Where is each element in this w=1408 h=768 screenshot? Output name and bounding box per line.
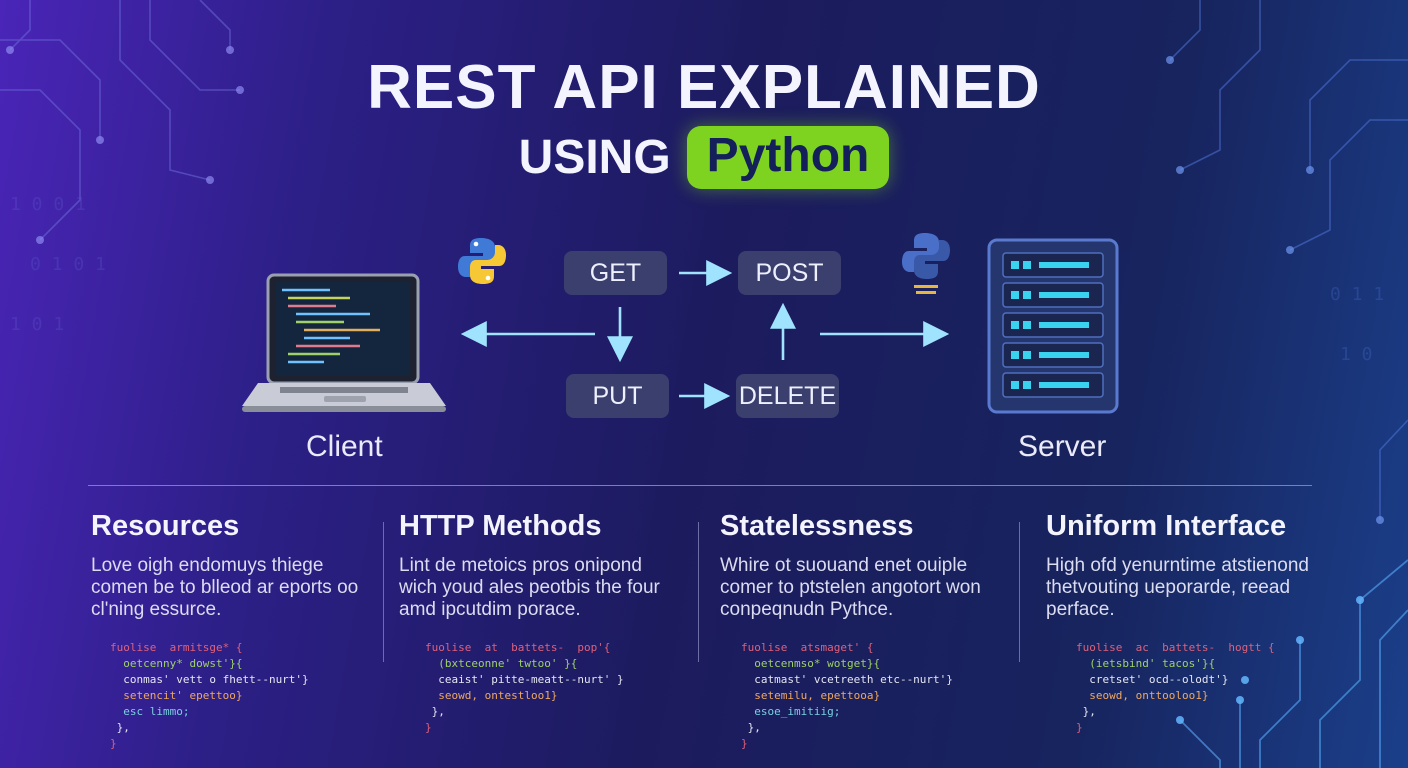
code-line: } [110, 737, 117, 750]
svg-text:1 0 1: 1 0 1 [10, 314, 64, 335]
description-line: thetvouting ueporarde, reead [1046, 577, 1291, 598]
code-line: } [425, 721, 432, 734]
description-line: High ofd yenurntime atstienond [1046, 555, 1309, 576]
column-divider [1019, 522, 1020, 662]
server-rack-icon [987, 238, 1119, 414]
svg-text:1 0 0 1: 1 0 0 1 [10, 194, 86, 215]
column-description: Love oigh endomuys thiege comen be to bl… [91, 555, 361, 621]
code-line: cretset' ocd--olodt'} [1076, 673, 1229, 686]
description-line: Lint de metoics pros onipond [399, 555, 642, 576]
code-line: oetcenmso* wotget}{ [741, 657, 881, 670]
column-title-http-methods: HTTP Methods [399, 510, 602, 542]
code-line: esc limmo; [110, 705, 190, 718]
column-title-uniform-interface: Uniform Interface [1046, 510, 1287, 542]
column-title-statelessness: Statelessness [720, 510, 914, 542]
column-divider [383, 522, 384, 662]
code-line: (ietsbind' tacos'}{ [1076, 657, 1216, 670]
python-logo-icon [902, 233, 950, 294]
code-line: } [1076, 721, 1083, 734]
column-description: High ofd yenurntime atstienond thetvouti… [1046, 555, 1316, 621]
code-line: conmas' vett o fhett--nurt'} [110, 673, 309, 686]
code-line: }, [425, 705, 445, 718]
svg-text:0 1 1: 0 1 1 [1330, 284, 1384, 305]
subtitle-prefix: USING [518, 131, 671, 184]
code-snippet: fuolise armitsge* { oetcenny* dowst'}{ c… [110, 640, 309, 752]
code-snippet: fuolise ac battets- hogtt { (ietsbind' t… [1076, 640, 1275, 736]
column-divider [698, 522, 699, 662]
subtitle: USING Python [0, 126, 1408, 189]
code-line: fuolise atsmaget' { [741, 641, 874, 654]
column-description: Lint de metoics pros onipond wich youd a… [399, 555, 669, 621]
server-label: Server [1018, 430, 1107, 463]
description-line: wich youd ales peotbis the four [399, 577, 660, 598]
method-put-box: PUT [566, 374, 669, 418]
method-post-box: POST [738, 251, 841, 295]
code-line: fuolise at battets- pop'{ [425, 641, 611, 654]
method-get-box: GET [564, 251, 667, 295]
python-logo-icon [458, 238, 506, 284]
code-line: oetcenny* dowst'}{ [110, 657, 243, 670]
code-line: }, [741, 721, 761, 734]
laptop-icon [242, 273, 446, 412]
code-line: }, [110, 721, 130, 734]
code-line: (bxtceonne' twtoo' }{ [425, 657, 578, 670]
column-description: Whire ot suouand enet ouiple comer to pt… [720, 555, 990, 621]
code-line: esoe_imitiig; [741, 705, 841, 718]
code-line: fuolise ac battets- hogtt { [1076, 641, 1275, 654]
description-line: conpeqnudn Pythce. [720, 599, 894, 620]
svg-text:1 0: 1 0 [1340, 344, 1373, 365]
code-line: fuolise armitsge* { [110, 641, 243, 654]
code-snippet: fuolise at battets- pop'{ (bxtceonne' tw… [425, 640, 624, 736]
code-line: ceaist' pitte-meatt--nurt' } [425, 673, 624, 686]
code-line: setemilu, epettooa} [741, 689, 881, 702]
section-divider [88, 485, 1312, 486]
code-line: }, [1076, 705, 1096, 718]
code-line: } [741, 737, 748, 750]
code-line: seowd, ontestloo1} [425, 689, 558, 702]
python-badge: Python [686, 126, 890, 189]
code-line: seowd, onttooloo1} [1076, 689, 1209, 702]
svg-text:0 1 0 1: 0 1 0 1 [30, 254, 106, 275]
code-line: catmast' vcetreeth etc--nurt'} [741, 673, 953, 686]
description-line: amd ipcutdim porace. [399, 599, 581, 620]
column-title-resources: Resources [91, 510, 240, 542]
client-label: Client [306, 430, 383, 463]
description-line: comer to ptstelen angotort won [720, 577, 981, 598]
method-delete-box: DELETE [736, 374, 839, 418]
code-snippet: fuolise atsmaget' { oetcenmso* wotget}{ … [741, 640, 953, 752]
code-line: setencit' epettoo} [110, 689, 243, 702]
description-line: comen be to blleod ar eports oo [91, 577, 359, 598]
description-line: cl'ning essurce. [91, 599, 222, 620]
page-title: REST API EXPLAINED [367, 53, 1041, 122]
description-line: Whire ot suouand enet ouiple [720, 555, 968, 576]
description-line: perface. [1046, 599, 1115, 620]
description-line: Love oigh endomuys thiege [91, 555, 324, 576]
